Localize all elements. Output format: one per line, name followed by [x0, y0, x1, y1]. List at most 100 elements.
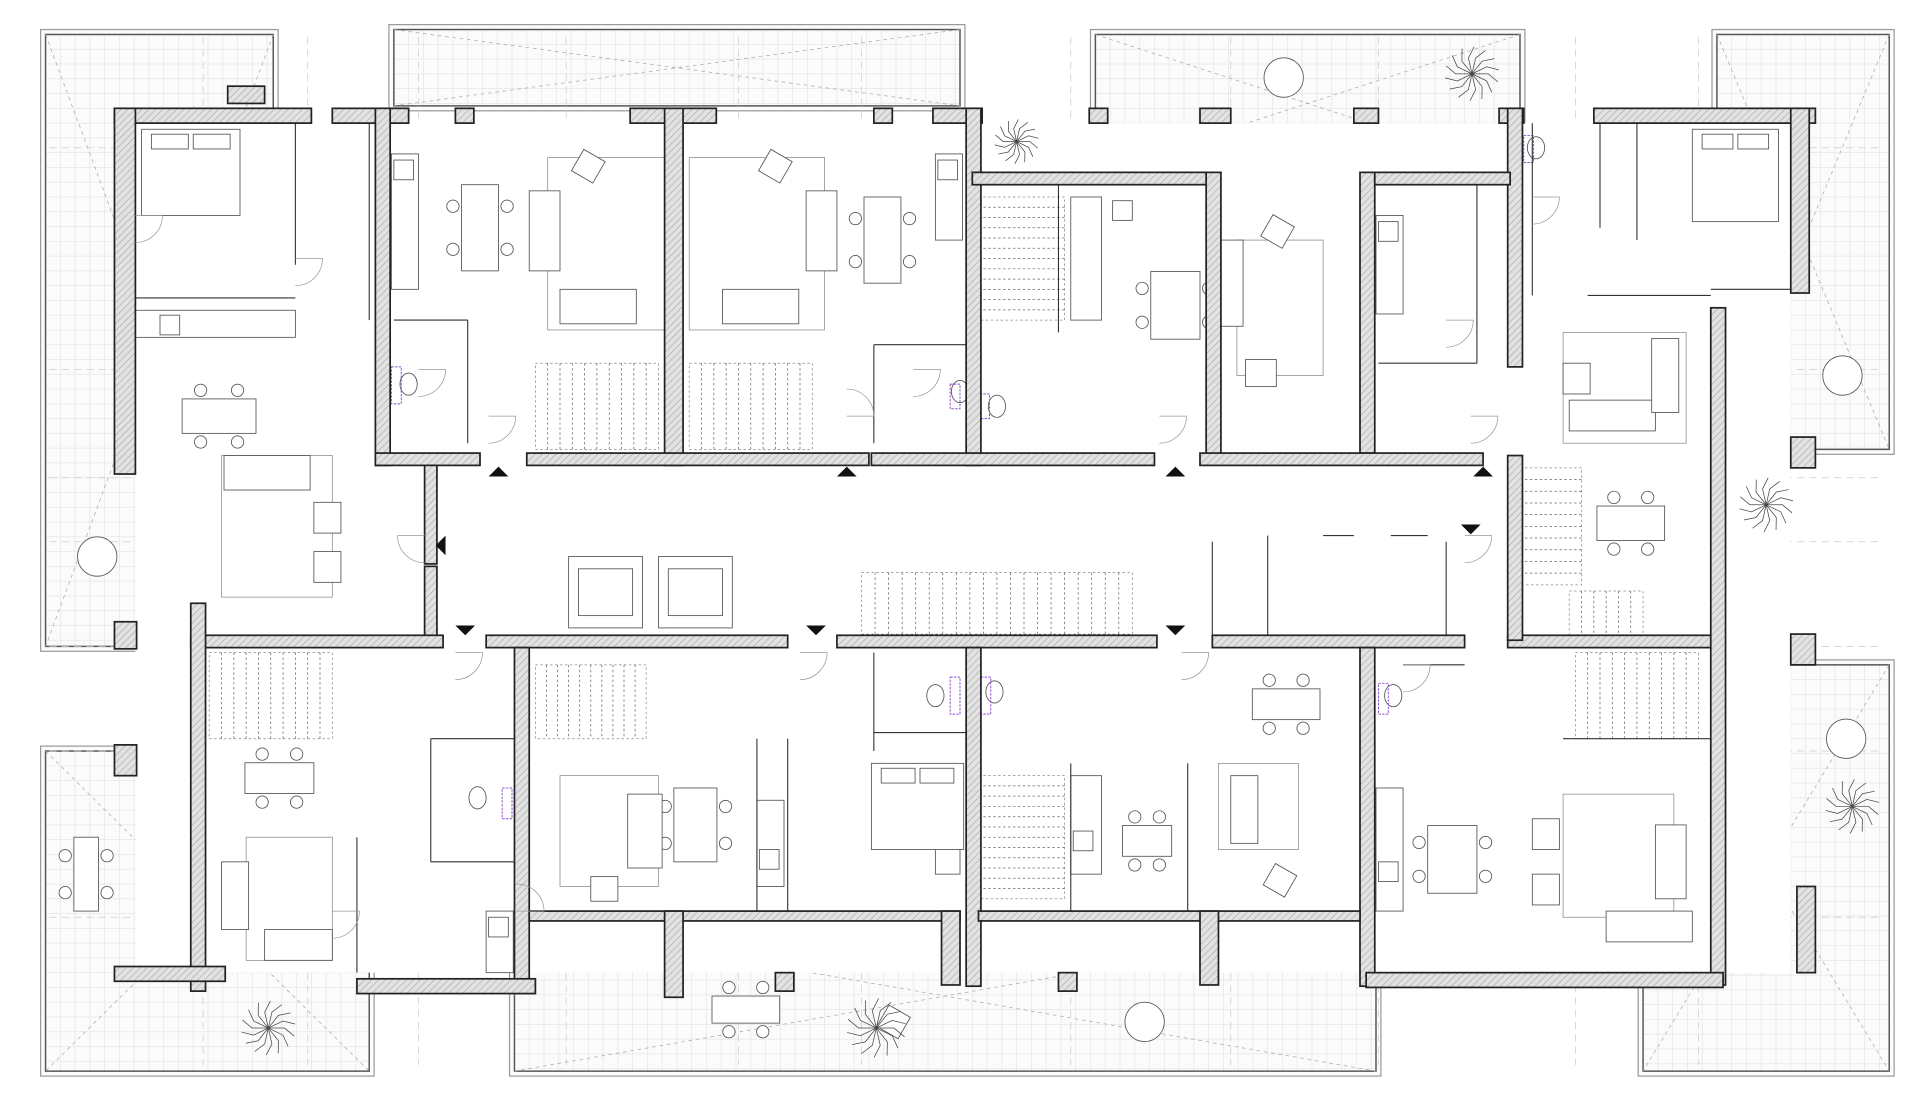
wall-segment — [226, 85, 266, 105]
chair — [1641, 490, 1655, 504]
furniture — [58, 46, 1880, 1058]
round-table — [1822, 355, 1863, 396]
tree-icon — [1445, 73, 1473, 82]
tree-icon — [1765, 489, 1789, 506]
wall-segment — [113, 107, 313, 124]
wall-segment — [113, 744, 138, 777]
wall-segment — [836, 634, 1158, 649]
chair — [255, 747, 269, 761]
armchair — [570, 148, 606, 184]
chair — [722, 1025, 736, 1039]
wall-segment — [870, 452, 1156, 467]
pillow — [1737, 133, 1770, 150]
tree-icon — [264, 1000, 271, 1029]
chair — [718, 836, 733, 850]
entrance-arrow-icon — [806, 625, 826, 636]
tree-icon — [1461, 48, 1473, 75]
entrance-arrow-icon — [435, 535, 446, 556]
round-table — [77, 536, 118, 577]
entrance-arrow-icon — [1165, 625, 1186, 636]
entrance-arrow-icon — [1473, 466, 1493, 477]
drain-slope-line — [393, 29, 961, 107]
cooktop-icon — [1112, 200, 1133, 221]
tree-icon — [1016, 122, 1028, 142]
dining-table-icon — [461, 184, 499, 272]
sofa-icon — [1230, 775, 1259, 844]
wall-segment — [1709, 306, 1727, 986]
sofa-icon — [590, 876, 619, 902]
terrace-outline — [388, 24, 966, 112]
chair — [290, 795, 304, 809]
tree-icon — [1005, 141, 1017, 162]
armchair — [1260, 214, 1295, 249]
wall-segment — [1088, 107, 1109, 124]
tree-icon — [268, 1027, 289, 1047]
plumbing-wall — [1523, 134, 1535, 164]
cooktop-icon — [1072, 830, 1094, 852]
wall-segment — [1205, 171, 1222, 463]
elevator-car — [667, 568, 723, 617]
tree-icon — [1739, 504, 1767, 513]
toilet-icon — [985, 680, 1004, 704]
wall-segment — [1057, 971, 1078, 992]
tree-icon — [873, 1027, 881, 1058]
tree-icon — [1765, 481, 1780, 505]
cooktop-icon — [159, 314, 181, 336]
sofa-icon — [1531, 818, 1560, 850]
wall-segment — [1789, 107, 1811, 294]
tree-icon — [268, 1027, 279, 1054]
chair — [1262, 673, 1276, 687]
door-swing — [1159, 415, 1187, 444]
tree-icon — [1755, 479, 1767, 506]
tree-icon — [1829, 806, 1853, 823]
chair — [1478, 835, 1493, 850]
tree-icon — [1852, 806, 1863, 832]
tree-icon — [1851, 782, 1867, 807]
tree-icon — [1743, 504, 1767, 521]
sofa-icon — [1218, 239, 1244, 327]
sofa-icon — [722, 288, 800, 325]
dining-table-icon — [711, 995, 781, 1024]
chair — [1641, 542, 1655, 556]
entrance-arrow-icon — [836, 466, 857, 477]
tree-icon — [851, 1027, 877, 1046]
wall-segment — [113, 107, 137, 475]
wall-segment — [1592, 107, 1817, 124]
wall-segment — [374, 107, 392, 467]
wall-segment — [1359, 171, 1376, 454]
chair — [718, 799, 733, 814]
door-swing — [1470, 415, 1499, 444]
wall-segment — [189, 602, 207, 992]
dining-table-icon — [181, 398, 257, 434]
entrance-arrow-icon — [1165, 466, 1186, 477]
dining-table-icon — [673, 787, 718, 863]
kitchen-counter — [134, 309, 296, 338]
chair — [290, 747, 304, 761]
wall-segment — [374, 452, 481, 467]
tree-icon — [1451, 55, 1473, 75]
chair — [58, 849, 72, 863]
wall-segment — [525, 452, 870, 467]
entrance-arrow-icon — [1460, 524, 1481, 535]
tree-icon — [1745, 486, 1767, 506]
sofa-icon — [1245, 359, 1277, 388]
tree-icon — [1016, 128, 1036, 142]
round-table — [1826, 718, 1867, 759]
chair — [848, 255, 862, 269]
tree-icon — [267, 1004, 283, 1029]
wall-segment — [1506, 634, 1718, 649]
tree-icon — [1765, 504, 1777, 531]
wall-segment — [940, 910, 961, 986]
chair — [902, 211, 917, 226]
entrance-arrow-icon — [488, 466, 509, 477]
tree-icon — [268, 1027, 295, 1037]
tree-icon — [1016, 141, 1026, 163]
tree-icon — [268, 1020, 296, 1029]
chair — [1412, 835, 1426, 850]
toilet-icon — [1526, 136, 1546, 160]
tree-icon — [876, 1027, 888, 1056]
chair — [1128, 858, 1142, 872]
tree-icon — [1841, 781, 1853, 807]
sofa-icon — [1568, 399, 1656, 432]
